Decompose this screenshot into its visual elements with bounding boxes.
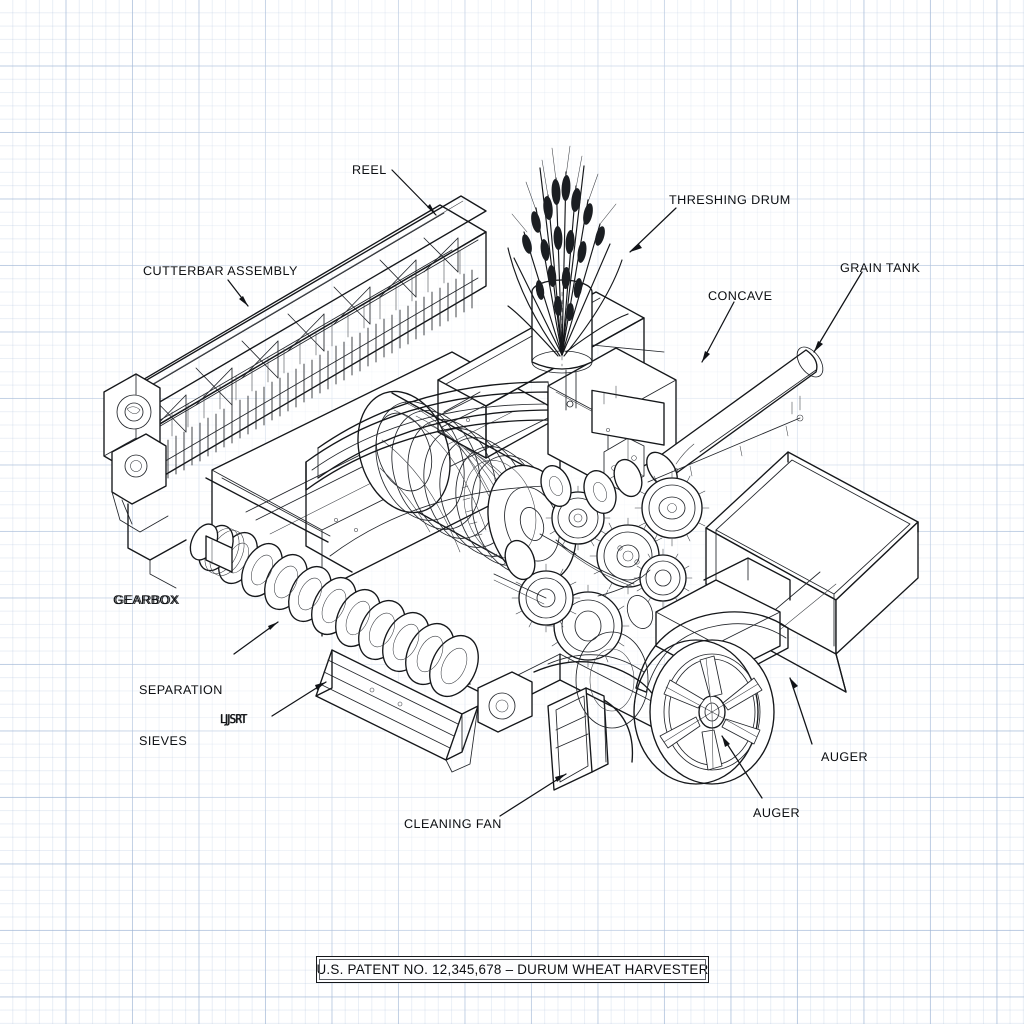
callout-separation-sieves: SEPARATION SIEVES [139, 648, 223, 784]
wheat-sheaf-group [507, 145, 629, 357]
gear-d [633, 548, 693, 608]
cleaning-fan-group [533, 654, 665, 791]
cutterbar-assembly-group [103, 195, 487, 589]
title-block-text: U.S. PATENT NO. 12,345,678 – DURUM WHEAT… [316, 962, 709, 977]
grain-tank-group [705, 451, 919, 693]
callout-gearbox: GEARBOX [113, 593, 179, 607]
callout-cutterbar-assembly: CUTTERBAR ASSEMBLY [143, 264, 298, 278]
callout-elevator-garbled: LJJSRT [220, 712, 247, 726]
gearbox-group [205, 535, 233, 573]
callout-leaders [227, 169, 863, 817]
shaft-collars [504, 458, 654, 629]
callout-threshing-drum: THRESHING DRUM [669, 193, 791, 207]
gear-c [634, 470, 710, 547]
callout-auger-wheel: AUGER [753, 806, 801, 820]
gear-train-group [493, 458, 710, 668]
callout-separation-sieves-line1: SEPARATION [139, 683, 223, 697]
title-block: U.S. PATENT NO. 12,345,678 – DURUM WHEAT… [316, 956, 709, 983]
callout-reel: REEL [352, 163, 387, 177]
callout-grain-tank: GRAIN TANK [840, 261, 921, 275]
callout-cleaning-fan: CLEANING FAN [404, 817, 502, 831]
rear-wheel-group [575, 631, 649, 729]
drive-wheel-group [633, 611, 789, 785]
reference-ticks [334, 385, 678, 532]
callout-concave: CONCAVE [708, 289, 773, 303]
callout-auger-right: AUGER [821, 750, 869, 764]
callout-separation-sieves-line2: SIEVES [139, 734, 188, 748]
